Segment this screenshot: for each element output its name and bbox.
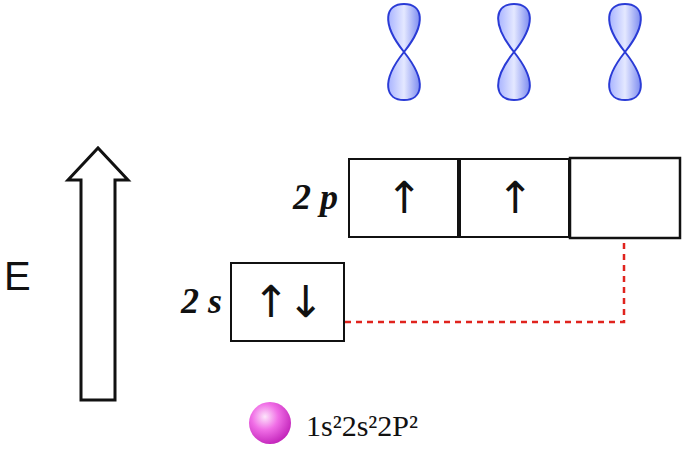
atom-sphere: [249, 402, 291, 444]
p-lobe: [498, 52, 530, 100]
subshell-label: 2 s: [181, 282, 222, 322]
electron-arrows: ↑: [497, 176, 532, 220]
p-lobe: [609, 4, 641, 52]
p-lobe: [388, 52, 420, 100]
energy-arrow: [68, 148, 128, 400]
p-lobe: [498, 4, 530, 52]
orbital-box: ↑: [348, 158, 459, 238]
electron-configuration: 1s²2s²2P²: [306, 409, 418, 442]
orbital-box: ↑: [459, 158, 570, 238]
orbital-box: ↑↓: [230, 262, 345, 342]
p-lobe: [388, 4, 420, 52]
p-lobe: [609, 52, 641, 100]
empty-orbital-box: [570, 158, 680, 238]
electron-arrows: ↑: [386, 176, 421, 220]
energy-axis-label: E: [4, 254, 31, 298]
electron-arrows: ↑↓: [253, 280, 323, 324]
p-orbital-lobes: [388, 4, 641, 100]
subshell-label: 2 p: [293, 178, 338, 218]
promotion-dashed-line: [345, 240, 624, 322]
